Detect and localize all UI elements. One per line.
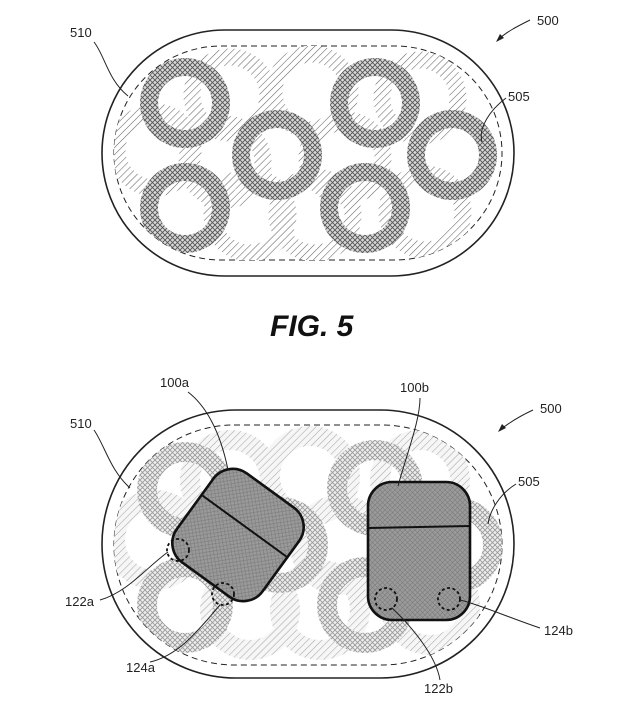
front-ring	[140, 58, 230, 148]
ref-assembly-top: 500	[537, 13, 559, 28]
leader-rings-bottom	[487, 483, 517, 525]
front-ring	[232, 110, 322, 200]
ref-assembly-bottom: 500	[540, 401, 562, 416]
leader-rings-top	[480, 97, 507, 143]
leader-device-100a	[187, 391, 229, 471]
sensor-122a	[166, 538, 190, 562]
ref-case-top: 510	[70, 25, 92, 40]
device-100b	[366, 480, 472, 622]
leader-case-bottom	[93, 429, 131, 489]
front-ring	[330, 58, 420, 148]
front-ring	[407, 110, 497, 200]
leader-case-top	[93, 41, 129, 97]
ref-sensor-122b: 122b	[424, 681, 453, 696]
ref-sensor-124a: 124a	[126, 660, 156, 675]
bottom-figure: 500 510 505 100a 100b 122a 124a 122b 124…	[65, 375, 573, 696]
top-figure: 500 510 505 FIG. 5	[70, 13, 559, 343]
ref-device-100a: 100a	[160, 375, 190, 390]
top-ring-cluster	[114, 46, 497, 260]
ref-case-bottom: 510	[70, 416, 92, 431]
arrowhead-assembly-bottom	[498, 424, 506, 432]
device-100b-body	[366, 480, 472, 622]
device-100b-lid-seam	[367, 525, 471, 529]
leader-sensor-124a	[149, 604, 221, 663]
leader-device-100b	[397, 397, 421, 487]
leader-sensor-122a	[99, 551, 169, 601]
ref-rings-top: 505	[508, 89, 530, 104]
arrowhead-assembly-top	[496, 34, 504, 42]
device-100a-lid-seam	[200, 494, 288, 559]
caption-fig-5: FIG. 5	[270, 310, 355, 343]
sensor-124a	[211, 582, 235, 606]
ref-device-100b: 100b	[400, 380, 429, 395]
ref-sensor-122a: 122a	[65, 594, 95, 609]
front-ring	[320, 163, 410, 253]
leader-sensor-122b	[391, 607, 441, 681]
sensor-124b	[437, 587, 461, 611]
leader-sensor-124b	[459, 599, 541, 629]
device-100a	[171, 467, 305, 603]
ref-rings-bottom: 505	[518, 474, 540, 489]
device-100a-body	[171, 467, 305, 603]
ref-sensor-124b: 124b	[544, 623, 573, 638]
front-ring	[140, 163, 230, 253]
sensor-122b	[374, 587, 398, 611]
